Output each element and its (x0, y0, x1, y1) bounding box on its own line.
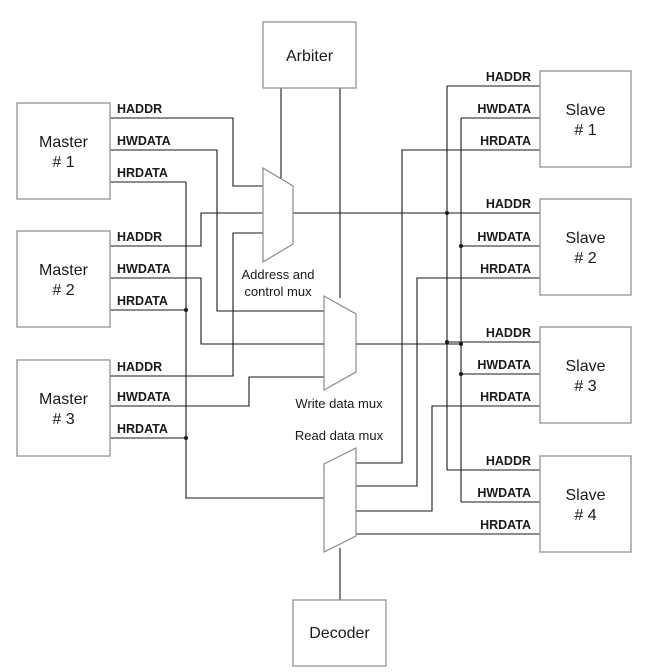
junction-dot (184, 436, 188, 440)
slave3-box (539, 326, 632, 424)
slave4-label-line2: # 4 (574, 507, 596, 524)
master2-box (16, 230, 111, 328)
junction-dot (459, 244, 463, 248)
slave1-box (539, 70, 632, 168)
master-signal-labels: HADDR HWDATA HRDATA HADDR HWDATA HRDATA … (117, 102, 171, 436)
slave-signal-labels: HADDR HWDATA HRDATA HADDR HWDATA HRDATA … (477, 70, 531, 532)
slave2-box (539, 198, 632, 296)
master1-haddr-label: HADDR (117, 102, 162, 116)
master3-hwdata-wire (110, 376, 324, 407)
master1-haddr-wire (110, 117, 263, 187)
slave1-hrdata-label: HRDATA (480, 134, 531, 148)
address-mux-caption-line2: control mux (244, 284, 312, 299)
junction-dot (445, 211, 449, 215)
master1-hwdata-wire (110, 149, 324, 312)
slave3-hwdata-label: HWDATA (477, 358, 531, 372)
master3-hrdata-label: HRDATA (117, 422, 168, 436)
slave1-label-line1: Slave (565, 102, 605, 119)
slave4-haddr-label: HADDR (486, 454, 531, 468)
master3-hwdata-label: HWDATA (117, 390, 171, 404)
master3-label-line1: Master (39, 391, 89, 408)
master2-hwdata-wire (110, 277, 324, 345)
master2-haddr-label: HADDR (117, 230, 162, 244)
arbiter-box (262, 21, 357, 89)
master1-label-line2: # 1 (52, 154, 74, 171)
master3-haddr-label: HADDR (117, 360, 162, 374)
master3-haddr-wire (110, 232, 263, 377)
master2-hrdata-label: HRDATA (117, 294, 168, 308)
slave3-label-line1: Slave (565, 358, 605, 375)
slave4-label-line1: Slave (565, 487, 605, 504)
master2-label-line1: Master (39, 262, 89, 279)
junctions (184, 211, 463, 440)
slave2-label-line2: # 2 (574, 250, 596, 267)
master3-label-line2: # 3 (52, 411, 74, 428)
slave4-box (539, 455, 632, 553)
slave2-hwdata-label: HWDATA (477, 230, 531, 244)
junction-dot (184, 308, 188, 312)
junction-dot (445, 340, 449, 344)
slave1-haddr-label: HADDR (486, 70, 531, 84)
master1-hrdata-label: HRDATA (117, 166, 168, 180)
slave3-haddr-label: HADDR (486, 326, 531, 340)
slave2-haddr-label: HADDR (486, 197, 531, 211)
slave3-label-line2: # 3 (574, 378, 596, 395)
master2-hwdata-label: HWDATA (117, 262, 171, 276)
write-mux-caption: Write data mux (295, 396, 383, 411)
master1-hwdata-label: HWDATA (117, 134, 171, 148)
arbiter-label: Arbiter (286, 48, 334, 65)
read-data-bus-wire (185, 182, 324, 499)
slave1-label-line2: # 1 (574, 122, 596, 139)
slave3-hrdata-wire (356, 405, 540, 512)
slave4-hwdata-label: HWDATA (477, 486, 531, 500)
junction-dot (459, 372, 463, 376)
slave2-hrdata-label: HRDATA (480, 262, 531, 276)
master1-label-line1: Master (39, 134, 89, 151)
slave4-hrdata-label: HRDATA (480, 518, 531, 532)
slave2-hrdata-wire (356, 277, 540, 487)
master2-haddr-wire (110, 212, 263, 247)
slave1-hrdata-wire (356, 149, 540, 464)
master2-label-line2: # 2 (52, 282, 74, 299)
master3-box (16, 359, 111, 457)
slave3-hrdata-label: HRDATA (480, 390, 531, 404)
wires (110, 85, 540, 600)
address-control-mux (262, 166, 294, 264)
slave2-label-line1: Slave (565, 230, 605, 247)
decoder-box (292, 599, 387, 667)
address-mux-caption-line1: Address and (242, 267, 315, 282)
read-data-mux (323, 447, 357, 553)
read-mux-caption: Read data mux (295, 428, 384, 443)
slave1-hwdata-label: HWDATA (477, 102, 531, 116)
write-data-mux (323, 294, 357, 392)
master1-box (16, 102, 111, 200)
decoder-label: Decoder (309, 625, 370, 642)
junction-dot (459, 342, 463, 346)
